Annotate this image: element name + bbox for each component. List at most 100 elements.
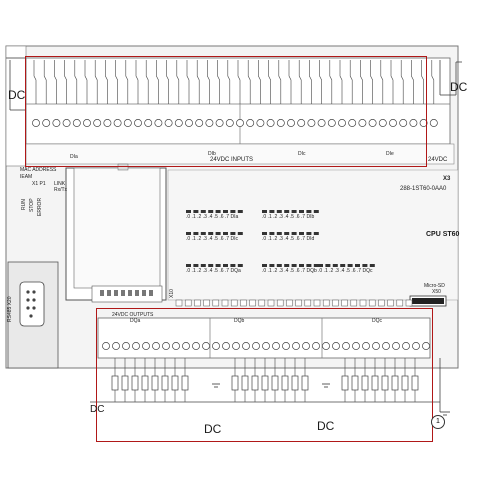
- input-terminal-screw: [389, 119, 397, 127]
- ieam-label: IEAM: [20, 174, 33, 180]
- led-row-label: .0 .1 .2 .3 .4 .5 .6 .7 DIb: [262, 214, 315, 220]
- output-terminal-screw: [112, 342, 120, 350]
- led-indicator: [200, 264, 206, 267]
- input-terminal-screw: [399, 119, 408, 127]
- led-row-label: .0 .1 .2 .3 .4 .5 .6 .7 DQb: [262, 268, 317, 274]
- output-terminal-screw: [352, 342, 360, 350]
- led-indicator-rows: [186, 210, 375, 267]
- led-indicator: [276, 210, 282, 213]
- led-row-label: .0 .1 .2 .3 .4 .5 .6 .7 DIa: [186, 214, 239, 220]
- expansion-pin: [240, 299, 247, 307]
- input-terminal-screw: [429, 119, 438, 127]
- led-indicator: [262, 264, 267, 267]
- output-terminal-screw: [142, 342, 150, 350]
- led-row-label: .0 .1 .2 .3 .4 .5 .6 .7 DId: [262, 236, 315, 242]
- input-wire: [156, 60, 159, 104]
- rs485-pin: [26, 298, 30, 302]
- output-terminal-screw: [302, 342, 310, 350]
- expansion-pin: [368, 299, 376, 307]
- output-terminal-screws: [102, 342, 430, 350]
- output-terminal-screw: [292, 342, 300, 350]
- expansion-pin: [341, 299, 348, 307]
- input-terminal-screw: [185, 119, 193, 127]
- input-wire: [339, 60, 343, 104]
- dc-label-top-right: DC: [450, 80, 468, 94]
- dc-label-top-left: DC: [8, 88, 26, 102]
- input-wire: [370, 60, 373, 104]
- output-terminal-screw: [332, 342, 340, 350]
- input-terminal-screw: [236, 119, 244, 127]
- led-indicator: [193, 210, 199, 213]
- cpu-name: CPU ST60: [426, 231, 460, 238]
- output-terminal-screw: [172, 342, 180, 350]
- led-indicator: [276, 232, 282, 235]
- input-wire: [380, 60, 384, 104]
- input-wire: [278, 60, 282, 104]
- led-indicator: [230, 264, 236, 267]
- ground-symbol-right: [440, 411, 450, 416]
- input-wire: [298, 60, 302, 104]
- led-indicator: [215, 210, 221, 213]
- led-indicator: [347, 264, 353, 267]
- led-indicator: [369, 264, 375, 267]
- input-wire: [421, 60, 424, 104]
- output-load-resistors: [111, 358, 419, 402]
- expansion-pin: [194, 299, 201, 307]
- input-terminal-screw: [225, 119, 234, 127]
- output-terminal-screw: [202, 342, 210, 350]
- input-strip-title: 24VDC INPUTS: [210, 157, 254, 163]
- input-wire: [74, 60, 78, 104]
- output-terminal-block: [97, 317, 431, 359]
- input-terminal-screw: [93, 119, 102, 127]
- expansion-pin: [258, 299, 266, 307]
- model-number: 288-1ST60-0AA0: [400, 186, 447, 192]
- input-terminal-screw: [368, 119, 377, 127]
- led-indicator: [291, 264, 297, 267]
- expansion-pin: [387, 299, 394, 307]
- expansion-pin: [286, 299, 293, 307]
- dc-label-bottom-left: DC: [90, 404, 105, 415]
- expansion-pin: [332, 299, 339, 307]
- input-group-label-a: DIa: [70, 154, 78, 160]
- expansion-pin: [276, 299, 284, 307]
- microsd-label: Micro-SD: [424, 283, 445, 289]
- expansion-pin: [249, 299, 256, 307]
- led-indicator: [200, 210, 206, 213]
- expansion-pin: [304, 299, 312, 307]
- expansion-pin: [359, 299, 367, 307]
- input-terminal-screw: [338, 119, 346, 127]
- input-terminal-screws: [32, 119, 438, 127]
- input-terminal-screw: [317, 119, 326, 127]
- input-wire: [319, 60, 322, 104]
- input-wire: [33, 60, 37, 104]
- input-wire: [237, 60, 241, 104]
- led-indicator: [262, 232, 267, 235]
- input-wire: [54, 60, 57, 104]
- rs485-pin: [29, 314, 33, 318]
- led-indicator: [186, 232, 191, 235]
- expansion-pin: [203, 299, 210, 307]
- input-wire: [135, 60, 139, 104]
- led-indicator: [200, 232, 206, 235]
- led-indicator: [355, 264, 360, 267]
- output-strip-title: 24VDC OUTPUTS: [112, 312, 154, 318]
- led-indicator: [193, 232, 199, 235]
- input-wire: [360, 60, 363, 104]
- input-terminal-screw: [174, 119, 183, 127]
- x50-label: X50: [432, 289, 441, 295]
- input-wire: [207, 60, 210, 104]
- dc-label-bottom-right: DC: [317, 419, 335, 433]
- expansion-pin: [184, 299, 192, 307]
- output-section-highlight: [96, 308, 433, 442]
- expansion-pin: [313, 299, 321, 307]
- output-terminal-screw: [362, 342, 370, 350]
- ethernet-pin: [100, 290, 104, 296]
- led-indicator: [208, 264, 214, 267]
- input-wire: [288, 60, 292, 104]
- input-terminal-screw: [62, 119, 71, 127]
- input-wire: [309, 60, 312, 104]
- expansion-pin: [396, 299, 404, 307]
- input-terminal-screw: [287, 119, 295, 127]
- led-indicator: [332, 264, 338, 267]
